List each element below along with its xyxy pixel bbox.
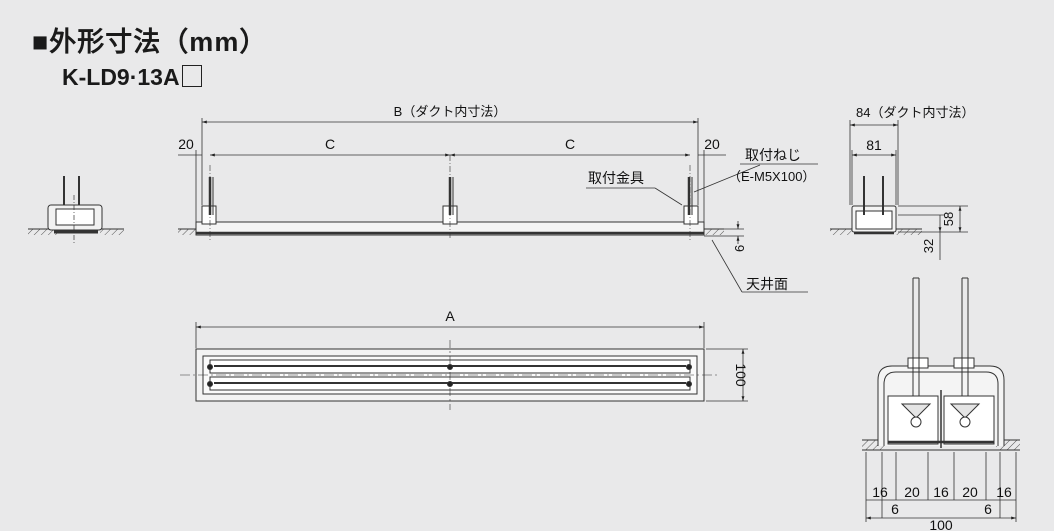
model-number: K-LD9·13A	[62, 64, 202, 91]
model-number-text: K-LD9·13A	[62, 64, 180, 90]
dimension-81-label: 81	[866, 137, 882, 153]
bracket-label: 取付金具	[588, 170, 644, 186]
dimension-84-81	[849, 120, 899, 205]
dimension-c	[178, 150, 726, 222]
dimension-100-plan-label: 100	[733, 363, 749, 387]
section-detail	[862, 277, 1020, 451]
ceiling-label: 天井面	[746, 276, 788, 292]
dimension-20-left-label: 20	[178, 136, 194, 152]
section-detail-dimensions	[865, 452, 1017, 522]
dimension-6-side-label: 6	[732, 245, 747, 252]
front-elevation	[178, 155, 724, 240]
dimension-32-label: 32	[921, 239, 936, 253]
screw-spec-label: （E-M5X100）	[728, 169, 815, 184]
side-view-right	[830, 176, 922, 235]
dimension-6-left-label: 6	[891, 501, 899, 517]
dimension-6-side	[704, 221, 744, 244]
dimension-20-a-label: 20	[904, 484, 920, 500]
mount-screw-label: 取付ねじ	[745, 147, 801, 163]
plan-view	[180, 340, 720, 410]
dimension-100-detail-label: 100	[929, 517, 953, 531]
dimension-a-label: A	[445, 308, 455, 324]
side-view-left	[28, 176, 124, 245]
dimension-100-plan	[706, 348, 748, 402]
model-suffix-box	[181, 65, 202, 87]
dimension-b-label: B（ダクト内寸法）	[394, 104, 507, 119]
dimension-a	[195, 322, 705, 348]
dimension-20-right-label: 20	[704, 136, 720, 152]
dimension-20-b-label: 20	[962, 484, 978, 500]
dimension-c-left-label: C	[325, 136, 335, 152]
section-title: ■外形寸法（mm）	[32, 27, 268, 57]
dimension-84-label: 84（ダクト内寸法）	[856, 105, 974, 120]
dimension-16-a-label: 16	[872, 484, 888, 500]
dimension-16-c-label: 16	[996, 484, 1012, 500]
dimension-16-b-label: 16	[933, 484, 949, 500]
callout-leaders	[586, 163, 818, 293]
dimension-58-label: 58	[941, 212, 956, 226]
dimension-c-right-label: C	[565, 136, 575, 152]
dimension-6-right-label: 6	[984, 501, 992, 517]
dimension-58-32	[898, 205, 968, 260]
